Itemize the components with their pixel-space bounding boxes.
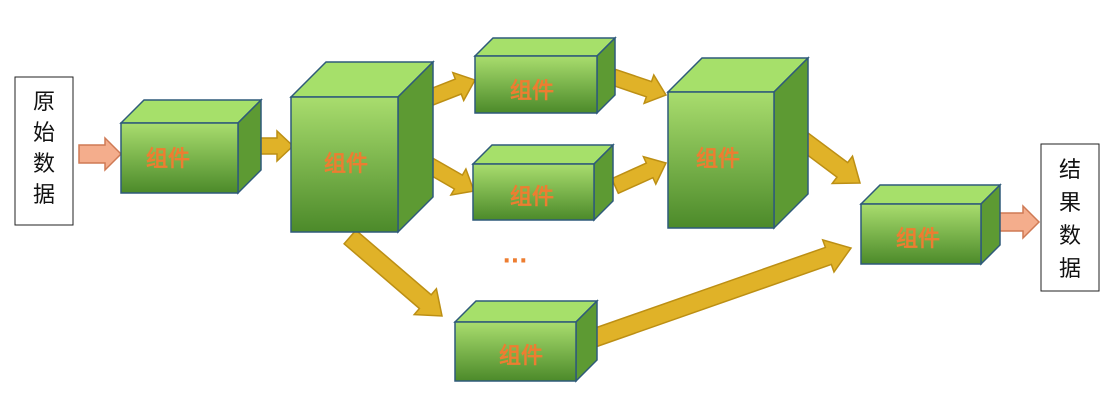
input-data-box-char: 原 bbox=[33, 90, 55, 115]
component-label: 组件 bbox=[510, 184, 554, 210]
component-5: 组件 bbox=[666, 56, 810, 230]
c2-to-c4-arrow bbox=[421, 156, 476, 197]
input-to-c1-arrow bbox=[78, 136, 123, 172]
component-top-face bbox=[453, 300, 599, 323]
c4-to-c5-arrow bbox=[610, 155, 668, 195]
component-front-face bbox=[472, 163, 595, 221]
output-data-box-char: 结 bbox=[1059, 158, 1081, 183]
component-top-face bbox=[119, 99, 263, 124]
component-front-face bbox=[290, 96, 399, 233]
component-label: 组件 bbox=[499, 343, 543, 369]
component-label: 组件 bbox=[146, 146, 190, 172]
component-top-face bbox=[471, 144, 615, 165]
component-front-face bbox=[474, 55, 598, 114]
component-front-face bbox=[667, 91, 775, 229]
component-3: 组件 bbox=[473, 36, 617, 115]
component-label: 组件 bbox=[896, 226, 940, 252]
component-front-face bbox=[860, 203, 982, 265]
component-top-face bbox=[859, 184, 1002, 205]
component-4: 组件 bbox=[471, 143, 615, 222]
input-data-box-char: 据 bbox=[33, 183, 55, 208]
input-data-box-char: 数 bbox=[33, 152, 55, 177]
input-data-box-char: 始 bbox=[33, 121, 55, 146]
component-top-face bbox=[473, 37, 617, 57]
c6-to-c7-arrow bbox=[587, 238, 853, 349]
component-6: 组件 bbox=[453, 299, 599, 383]
component-label: 组件 bbox=[696, 146, 740, 172]
c3-to-c5-arrow bbox=[609, 68, 668, 105]
output-data-box-char: 数 bbox=[1059, 224, 1081, 249]
output-data-box-border bbox=[1040, 143, 1100, 292]
output-data-box-char: 果 bbox=[1059, 191, 1081, 216]
components-layer: 组件组件组件组件组件组件组件··· bbox=[119, 36, 1002, 383]
c2-to-c6-arrow bbox=[343, 229, 443, 317]
component-2: 组件 bbox=[289, 60, 435, 234]
component-1: 组件 bbox=[119, 98, 263, 195]
ellipsis-indicator: ··· bbox=[502, 249, 527, 274]
arrows-layer bbox=[78, 68, 1041, 349]
component-label: 组件 bbox=[324, 151, 368, 177]
component-front-face bbox=[454, 321, 577, 382]
component-front-face bbox=[120, 122, 239, 194]
output-data-box-char: 据 bbox=[1059, 257, 1081, 282]
component-label: 组件 bbox=[510, 78, 554, 104]
component-7: 组件 bbox=[859, 183, 1002, 266]
input-data-box-border bbox=[14, 76, 74, 226]
